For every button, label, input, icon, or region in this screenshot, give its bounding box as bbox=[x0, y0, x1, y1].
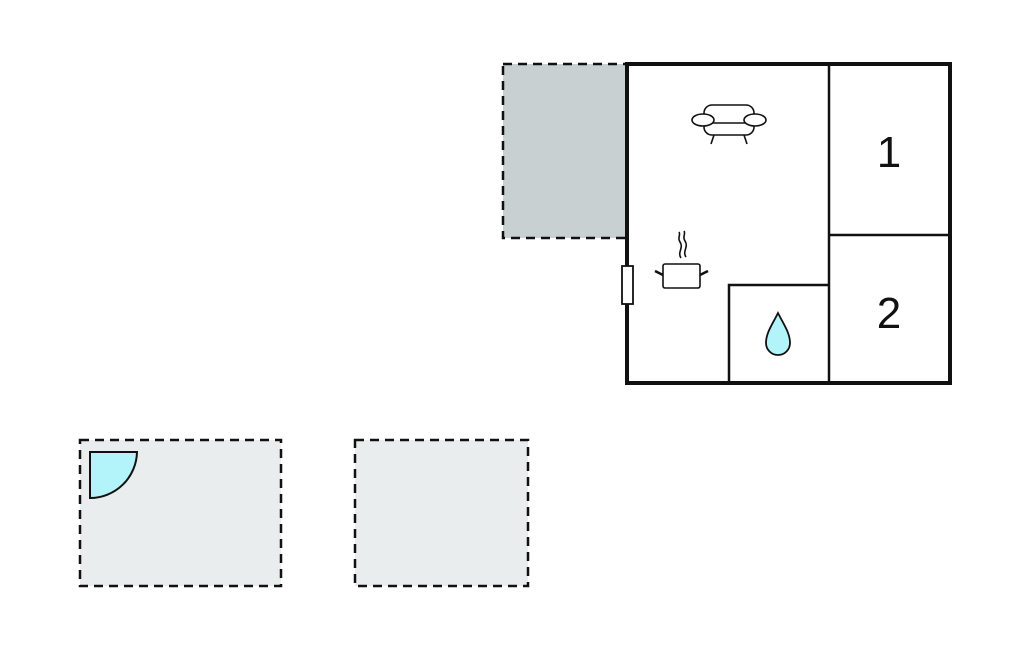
cooking-pot-icon bbox=[654, 230, 709, 289]
bedroom-2-label: 2 bbox=[877, 289, 901, 338]
water-drop-icon bbox=[765, 310, 791, 356]
bathroom-wall bbox=[727, 283, 829, 383]
sofa-icon bbox=[691, 104, 767, 145]
bedroom-1-label: 1 bbox=[877, 128, 901, 177]
covered-terrace bbox=[501, 62, 629, 240]
house-outline bbox=[625, 62, 952, 385]
pool-icon bbox=[89, 451, 139, 500]
door-icon bbox=[621, 265, 634, 305]
outdoor-terrace bbox=[353, 438, 530, 588]
